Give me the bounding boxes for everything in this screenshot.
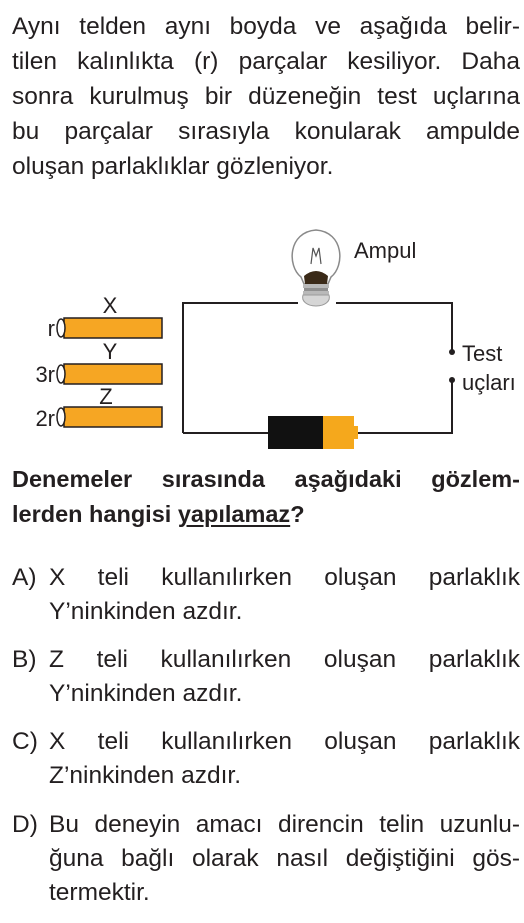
option-line: Bu deneyin amacı direncin telin uzunlu- [49,811,520,838]
wire-thickness-y: 3r [35,362,55,387]
intro-line: oluşan parlaklıklar gözleniyor. [12,153,334,180]
wire-name-z: Z [99,384,112,409]
option-letter: D) [12,811,38,838]
option-line: Y’ninkinden azdır. [49,680,243,707]
wire-thickness-x: r [48,316,55,341]
option-line: Z’ninkinden azdır. [49,762,242,789]
question-text: Denemeler sırasında aşağıdaki gözlem- le… [12,462,520,532]
bulb-label: Ampul [354,238,416,263]
wire-sample-z [56,406,163,428]
circuit-diagram: Ampul Test uçları X Y Z r 3r 2r [35,229,516,449]
test-label-1: Test [462,341,502,366]
circuit-wires [182,302,453,434]
wire-name-y: Y [103,339,118,364]
intro-line: bu parçalar sırasıyla konularak ampulde [12,118,520,145]
option-letter: B) [12,646,37,673]
option-line: X teli kullanılırken oluşan parlaklık [49,728,520,755]
intro-line: tilen kalınlıkta (r) parçalar kesiliyor.… [12,48,520,75]
question-underlined: yapılamaz [177,501,291,527]
option-line: X teli kullanılırken oluşan parlaklık [49,564,520,591]
option-letter: C) [12,728,38,755]
test-label-2: uçları [462,370,516,395]
question-line: Denemeler sırasında aşağıdaki gözlem- [12,466,520,492]
bulb-icon [291,229,341,307]
battery-icon [268,416,358,449]
option-letter: A) [12,564,37,591]
intro-line: sonra kurulmuş bir düzeneğin test uçları… [12,83,520,110]
wire-sample-y [56,363,163,385]
intro-line: Aynı telden aynı boyda ve aşağıda belir- [12,13,520,40]
wire-thickness-z: 2r [35,406,55,431]
test-terminal-top [449,349,455,355]
intro-paragraph: Aynı telden aynı boyda ve aşağıda belir-… [12,9,520,184]
wire-name-x: X [103,293,118,318]
question-prefix: lerden hangisi [12,501,178,527]
wire-sample-x [56,317,163,339]
option-line: Y’ninkinden azdır. [49,598,243,625]
question-line: lerden hangisi yapılamaz? [12,501,305,527]
test-terminal-bottom [449,377,455,383]
question-suffix: ? [290,501,305,527]
option-line: Z teli kullanılırken oluşan parlaklık [49,646,520,673]
option-line: termektir. [49,879,150,906]
option-line: ğuna bağlı olarak nasıl değiştiğini gös- [49,845,520,872]
